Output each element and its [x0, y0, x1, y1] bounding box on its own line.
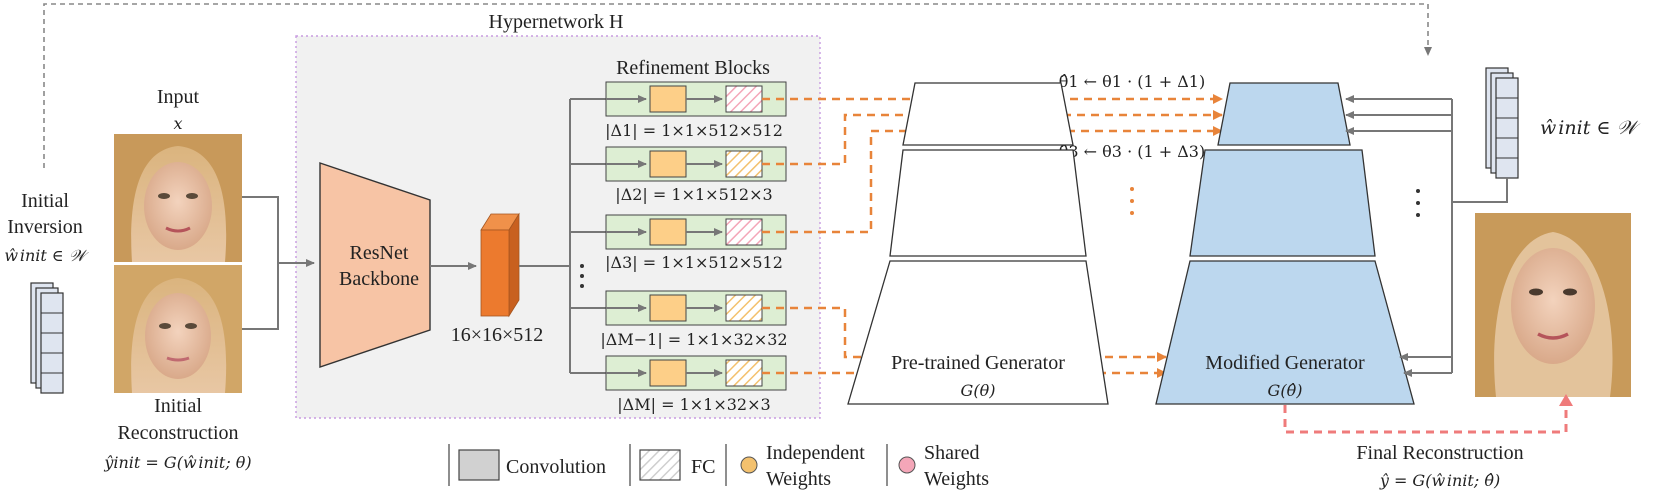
delta-m-label: |ΔM| = 1×1×32×3 — [617, 395, 770, 414]
vertical-ellipsis-orange-icon — [1130, 187, 1134, 215]
initial-reconstruction-line1: Initial — [154, 395, 202, 417]
initial-inversion-line2: Inversion — [7, 216, 83, 238]
feature-map-block — [480, 212, 520, 318]
refinement-block-3: |Δ3| = 1×1×512×512 — [570, 214, 787, 272]
initial-reconstruction-line2: Reconstruction — [117, 422, 238, 444]
fc-block-1 — [725, 85, 763, 113]
refinement-title: Refinement Blocks — [616, 57, 770, 79]
fc-block-m — [725, 359, 763, 387]
feature-size-label: 16×16×512 — [451, 324, 544, 346]
legend-fc-swatch — [639, 449, 681, 481]
delta-3-label: |Δ3| = 1×1×512×512 — [605, 253, 783, 272]
vertical-ellipsis-refinement-icon — [580, 264, 584, 288]
legend-fc-label: FC — [691, 456, 715, 478]
legend-independent-line2: Weights — [766, 468, 831, 490]
delta-m-minus-1-label: |ΔM−1| = 1×1×32×32 — [600, 330, 787, 349]
initial-inversion-line1: Initial — [21, 190, 69, 212]
input-to-backbone-connector — [242, 196, 279, 330]
conv-block-1 — [649, 85, 687, 113]
input-face-image — [114, 134, 242, 262]
legend-shared-swatch — [898, 456, 916, 474]
legend-shared-line1: Shared — [924, 442, 980, 464]
w-init-to-generator-connector — [1452, 178, 1508, 203]
conv-block-m-minus-1 — [649, 294, 687, 322]
initial-inversion-formula: ŵinit ∈ 𝒲 — [4, 246, 89, 265]
pretrained-generator-line2: G(θ) — [961, 381, 996, 400]
pretrained-generator — [847, 82, 1109, 405]
delta-2-label: |Δ2| = 1×1×512×3 — [615, 185, 772, 204]
backbone-line2: Backbone — [339, 268, 419, 290]
legend-convolution-label: Convolution — [506, 456, 606, 478]
resnet-backbone — [319, 162, 431, 368]
vertical-ellipsis-right-icon — [1416, 189, 1420, 217]
fc-block-m-minus-1 — [725, 294, 763, 322]
conv-block-3 — [649, 218, 687, 246]
final-reconstruction-formula: ŷ = G(ŵinit; θ̂) — [1379, 471, 1500, 490]
pretrained-generator-line1: Pre-trained Generator — [891, 352, 1065, 374]
delta-1-label: |Δ1| = 1×1×512×512 — [605, 121, 783, 140]
latent-stack-right-icon — [1485, 67, 1519, 179]
update-eq-2: θ̂3 ← θ3 · (1 + Δ3) — [1059, 142, 1205, 161]
modified-generator — [1155, 82, 1415, 405]
final-output-arrow — [1283, 394, 1573, 434]
final-reconstruction-line1: Final Reconstruction — [1356, 442, 1523, 464]
refinement-block-m-minus-1: |ΔM−1| = 1×1×32×32 — [570, 290, 788, 349]
legend: Convolution FC Independent Weights Share… — [448, 442, 989, 490]
modified-generator-line2: G(θ̂) — [1268, 381, 1303, 400]
input-label: Input — [157, 86, 200, 108]
feedback-path — [43, 3, 1432, 168]
final-reconstruction-face-image — [1475, 213, 1631, 397]
fc-block-3 — [725, 218, 763, 246]
update-eq-1: θ̂1 ← θ1 · (1 + Δ1) — [1059, 72, 1205, 91]
modified-generator-line1: Modified Generator — [1205, 352, 1365, 374]
legend-independent-swatch — [740, 456, 758, 474]
legend-convolution-swatch — [458, 449, 500, 481]
conv-block-2 — [649, 150, 687, 178]
initial-reconstruction-formula: ŷinit = G(ŵinit; θ) — [103, 453, 251, 472]
hypernetwork-title: Hypernetwork H — [489, 11, 624, 33]
fc-block-2 — [725, 150, 763, 178]
refinement-block-m: |ΔM| = 1×1×32×3 — [570, 355, 787, 414]
latent-stack-left-icon — [30, 282, 64, 394]
backbone-line1: ResNet — [350, 242, 409, 264]
conv-block-m — [649, 359, 687, 387]
refinement-block-1: |Δ1| = 1×1×512×512 — [570, 81, 787, 140]
w-init-formula-right: ŵinit ∈ 𝒲 — [1540, 117, 1640, 139]
initial-reconstruction-face-image — [114, 265, 242, 393]
legend-shared-line2: Weights — [924, 468, 989, 490]
legend-independent-line1: Independent — [766, 442, 865, 464]
input-symbol: x — [173, 114, 182, 133]
